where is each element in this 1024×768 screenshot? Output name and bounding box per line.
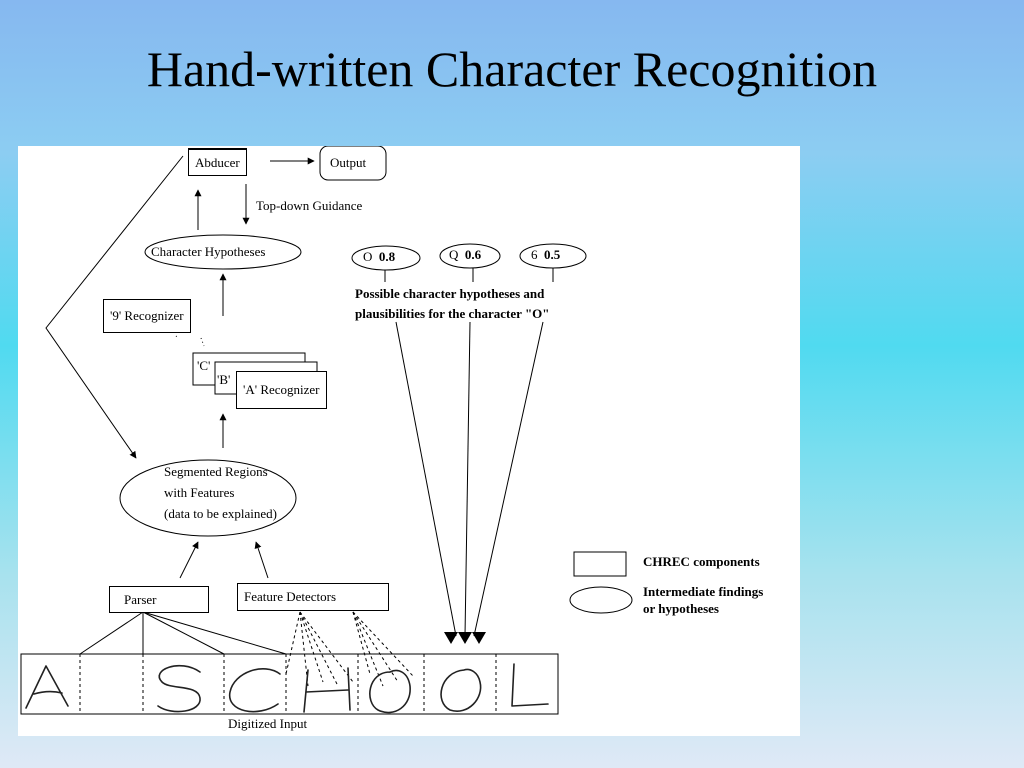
hyp-line-o xyxy=(395,321,457,637)
legend-findings-line2: or hypotheses xyxy=(643,601,719,616)
feature-to-seg-arrow xyxy=(254,541,269,579)
letter-o2-glyph xyxy=(440,668,482,712)
segmented-label: Segmented Regions with Features (data to… xyxy=(164,461,277,524)
char-hyp-ellipse xyxy=(144,234,302,270)
diagram-lines xyxy=(20,146,633,715)
legend-components-label: CHREC components xyxy=(643,554,760,569)
hyp-o: O 0.8 xyxy=(363,249,409,265)
feature-detectors-box: Feature Detectors xyxy=(237,583,389,611)
hyp-o-letter: O xyxy=(363,249,373,264)
letter-o1-glyph xyxy=(369,669,411,714)
slide-title: Hand-written Character Recognition xyxy=(146,41,878,97)
hyp-6-value: 0.5 xyxy=(544,247,561,262)
output-label: Output xyxy=(330,155,367,170)
char-hyp-label: Character Hypotheses xyxy=(151,244,266,259)
parser-to-seg-arrow xyxy=(179,541,199,579)
hyp-q: Q 0.6 xyxy=(449,247,493,263)
digitized-input-strip xyxy=(20,653,559,715)
hyp-ellipse-o xyxy=(351,245,421,271)
segmented-line1: Segmented Regions xyxy=(164,464,268,479)
hyp-line-q xyxy=(464,321,471,637)
hyp-ellipse-q xyxy=(439,243,501,269)
letter-s-glyph xyxy=(157,664,201,713)
segmented-line3: (data to be explained) xyxy=(164,506,277,521)
hyp-6: 6 0.5 xyxy=(531,247,577,263)
hyp-o-value: 0.8 xyxy=(378,249,396,264)
hyp-q-letter: Q xyxy=(449,247,459,262)
legend-findings-label: Intermediate findings or hypotheses xyxy=(643,583,763,617)
abducer-box: Abducer xyxy=(188,148,247,176)
c-recognizer-label: 'C' xyxy=(197,358,211,373)
output-box xyxy=(319,146,387,181)
digitized-input-label: Digitized Input xyxy=(228,716,308,731)
letter-l-glyph xyxy=(511,663,549,707)
hyp-caption: Possible character hypotheses and plausi… xyxy=(355,284,550,324)
nine-recognizer-box: '9' Recognizer xyxy=(103,299,191,333)
legend-findings-line1: Intermediate findings xyxy=(643,584,764,599)
segmented-line2: with Features xyxy=(164,485,235,500)
hyp-line-6 xyxy=(473,321,544,637)
letter-h-glyph xyxy=(303,667,351,713)
letter-c-glyph xyxy=(229,668,281,713)
a-recognizer-box: 'A' Recognizer xyxy=(236,371,327,409)
hyp-6-letter: 6 xyxy=(531,247,538,262)
parser-box: Parser xyxy=(109,586,209,613)
triple-arrowhead-icon xyxy=(444,632,486,644)
b-recognizer-label: 'B' xyxy=(217,372,231,387)
legend-box-icon xyxy=(573,551,627,577)
handwritten-school xyxy=(25,663,549,714)
hyp-caption-line1: Possible character hypotheses and xyxy=(355,286,545,301)
segmented-ellipse xyxy=(119,459,297,537)
abducer-to-seg-loop xyxy=(45,155,184,459)
chrec-diagram: Abducer Output Top-down Guidance Charact… xyxy=(18,146,800,736)
top-down-label: Top-down Guidance xyxy=(256,198,363,213)
legend-ellipse-icon xyxy=(569,586,633,614)
hyp-caption-line2: plausibilities for the character "O" xyxy=(355,306,550,321)
hyp-q-value: 0.6 xyxy=(464,247,482,262)
letter-a-glyph xyxy=(25,665,69,709)
